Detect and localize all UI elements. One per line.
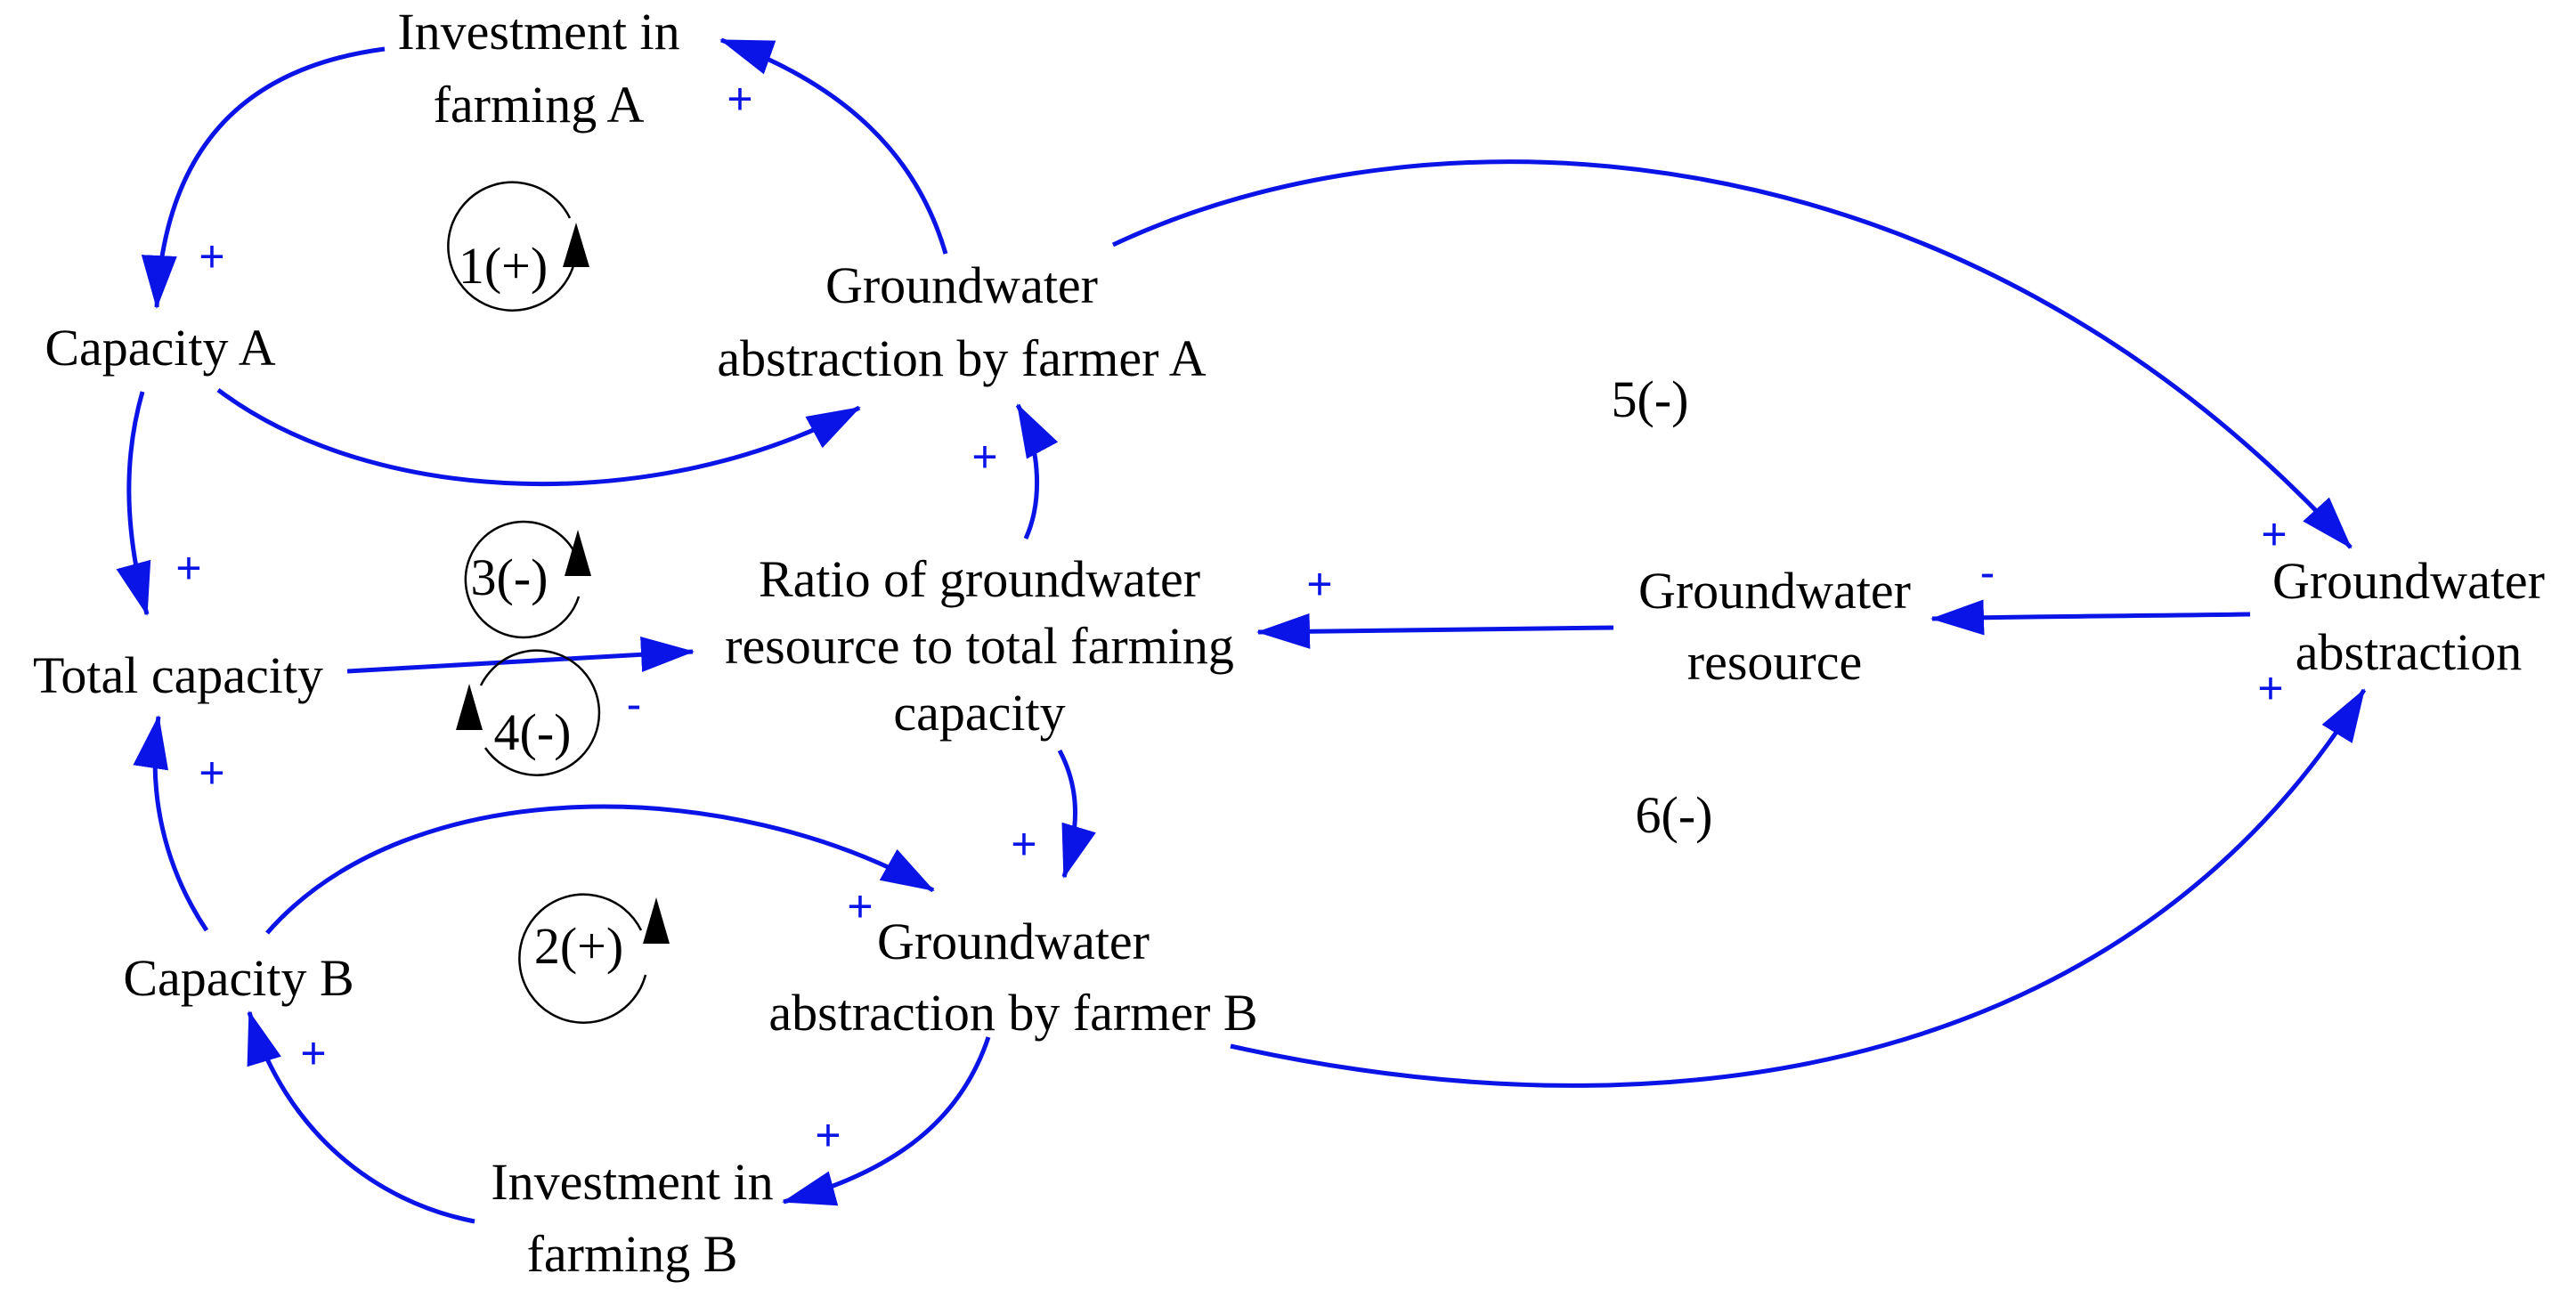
polarity-capB-to-absB: + <box>847 881 873 931</box>
polarity-resource-to-ratio: + <box>1306 559 1332 609</box>
polarity-absB-to-investB: + <box>815 1110 841 1160</box>
node-gw-abstraction-b-line2: abstraction by farmer B <box>768 984 1257 1042</box>
links <box>116 37 2367 1224</box>
node-capacity-b: Capacity B <box>123 949 353 1007</box>
polarity-total-to-ratio: - <box>627 679 642 729</box>
loop-5-label: 5(-) <box>1612 370 1689 428</box>
link-investB-to-capB[interactable] <box>247 1010 475 1224</box>
polarity-investB-to-capB: + <box>300 1028 326 1078</box>
loop-4-marker: 4(-) <box>456 649 601 776</box>
polarity-signs: + + + + + - + + + - + + + + <box>175 74 2287 1160</box>
link-absA-to-investA[interactable] <box>719 37 948 255</box>
node-gw-abstraction-a-line2: abstraction by farmer A <box>717 329 1206 387</box>
loop-3-arrow-icon <box>565 530 591 576</box>
polarity-abs-to-resource: - <box>1980 548 1995 597</box>
polarity-capB-to-total: + <box>199 748 224 798</box>
loop-1-arrow-icon <box>563 223 589 267</box>
link-capA-to-absA[interactable] <box>216 388 861 487</box>
link-resource-to-ratio[interactable] <box>1256 612 1614 649</box>
link-capB-to-absB[interactable] <box>265 804 935 935</box>
node-total-capacity: Total capacity <box>33 646 323 704</box>
polarity-capA-to-total: + <box>175 543 201 593</box>
loop-2-marker: 2(+) <box>518 893 670 1024</box>
node-gw-abstraction-b-line1: Groundwater <box>877 913 1150 970</box>
link-capA-to-total[interactable] <box>116 391 151 616</box>
node-gw-resource-line1: Groundwater <box>1638 562 1911 620</box>
polarity-absB-to-abs: + <box>2257 663 2283 713</box>
node-gw-resource-line2: resource <box>1687 633 1862 691</box>
node-investment-b-line2: farming B <box>527 1225 738 1283</box>
link-absA-to-abs[interactable] <box>1111 159 2353 549</box>
loop-2-label: 2(+) <box>534 917 623 975</box>
node-gw-abstraction-a-line1: Groundwater <box>825 256 1098 314</box>
loop-markers: 1(+) 3(-) 4(-) 2(+) 5(-) 6(-) <box>447 181 1713 1024</box>
polarity-ratio-to-absB: + <box>1011 819 1036 869</box>
node-ratio-line2: resource to total farming <box>725 617 1234 675</box>
node-gw-abstraction-line1: Groundwater <box>2272 552 2545 610</box>
polarity-absA-to-abs: + <box>2261 509 2287 559</box>
node-investment-a-line2: farming A <box>434 76 645 134</box>
node-gw-abstraction-line2: abstraction <box>2296 623 2522 681</box>
link-total-to-ratio[interactable] <box>346 636 695 674</box>
loop-3-marker: 3(-) <box>464 520 591 639</box>
loop-1-label: 1(+) <box>459 237 548 295</box>
loop-4-label: 4(-) <box>494 703 572 761</box>
link-absB-to-abs[interactable] <box>1230 688 2367 1088</box>
link-absB-to-investB[interactable] <box>782 1036 991 1206</box>
node-capacity-a: Capacity A <box>45 319 275 377</box>
loop-2-arrow-icon <box>643 897 670 944</box>
node-investment-b-line1: Investment in <box>491 1153 773 1211</box>
polarity-absA-to-investA: + <box>727 74 752 124</box>
link-abs-to-resource[interactable] <box>1930 599 2251 636</box>
loop-3-label: 3(-) <box>471 548 549 606</box>
link-ratio-to-absB[interactable] <box>1057 749 1096 879</box>
link-investA-to-capA[interactable] <box>141 46 386 309</box>
link-ratio-to-absA[interactable] <box>1015 403 1059 540</box>
link-capB-to-total[interactable] <box>133 715 209 932</box>
node-ratio-line3: capacity <box>893 684 1065 742</box>
polarity-investA-to-capA: + <box>199 231 224 281</box>
node-ratio-line1: Ratio of groundwater <box>759 550 1200 608</box>
nodes: Investment in farming A Capacity A Groun… <box>33 3 2545 1283</box>
loop-1-marker: 1(+) <box>447 181 589 312</box>
loop-6-label: 6(-) <box>1636 786 1713 844</box>
polarity-ratio-to-absA: + <box>971 432 997 482</box>
node-investment-a-line1: Investment in <box>397 3 679 61</box>
loop-4-arrow-icon <box>456 684 483 730</box>
